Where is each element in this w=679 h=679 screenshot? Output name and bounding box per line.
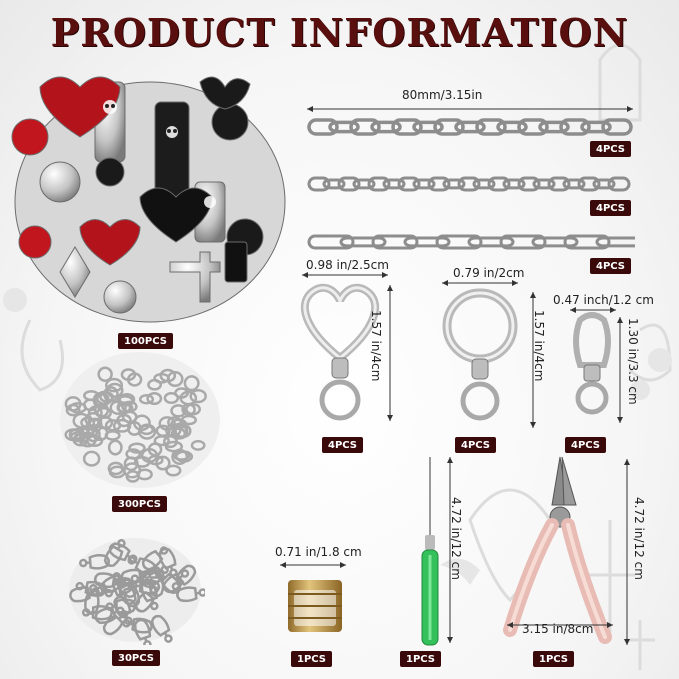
heart-clasp-image [300,283,380,421]
small-clasp-height-label: 1.30 in/3.3 cm [626,318,640,405]
round-clasp-width-label: 0.79 in/2cm [453,266,525,280]
chain-1-image [307,118,633,136]
bead-awl-image [421,457,439,646]
ring-opener-width-label: 0.71 in/1.8 cm [275,545,362,559]
chain-length-dimension-line [307,106,633,112]
pliers-width-label: 3.15 in/8cm [522,622,594,636]
jump-rings-qty-badge: 300PCS [112,496,167,512]
pliers-qty-badge: 1PCS [533,651,575,667]
round-clasp-image [442,288,518,421]
charms-qty-badge: 100PCS [118,333,173,349]
bead-awl-height-line [447,457,453,643]
small-clasp-width-line [570,307,616,313]
small-clasp-image [573,312,611,415]
chain-length-label: 80mm/3.15in [402,88,483,102]
chain-3-qty-badge: 4PCS [590,258,632,274]
small-clasp-height-line [617,317,623,423]
small-clasp-qty-badge: 4PCS [565,437,607,453]
ring-opener-qty-badge: 1PCS [291,651,333,667]
heart-clasp-width-line [302,272,388,278]
small-clasp-width-label: 0.47 inch/1.2 cm [553,293,654,307]
round-clasp-qty-badge: 4PCS [455,437,497,453]
ring-opener-width-line [280,562,346,568]
charms-image [11,76,286,323]
round-clasp-width-line [442,280,518,286]
pliers-image [503,456,612,644]
pliers-height-line [624,459,630,645]
jump-rings-image [60,352,220,488]
bead-awl-qty-badge: 1PCS [400,651,442,667]
chain-2-image [307,176,631,192]
bead-awl-height-label: 4.72 in/12 cm [449,497,463,580]
round-clasp-height-label: 1.57 in/4cm [532,310,546,382]
heart-clasp-qty-badge: 4PCS [322,437,364,453]
heart-clasp-width-label: 0.98 in/2.5cm [306,258,389,272]
lobster-clasps-qty-badge: 30PCS [112,650,160,666]
chain-1-qty-badge: 4PCS [590,141,632,157]
ring-opener-image [288,580,342,632]
round-clasp-height-line [530,292,536,428]
chain-2-qty-badge: 4PCS [590,200,632,216]
pliers-height-label: 4.72 in/12 cm [632,497,646,580]
lobster-clasps-image [69,538,205,645]
pliers-width-line [507,622,613,628]
chain-3-image [307,234,635,250]
page-title: PRODUCT INFORMATION [50,9,629,55]
heart-clasp-height-label: 1.57 in/4cm [369,310,383,382]
heart-clasp-height-line [387,285,393,421]
